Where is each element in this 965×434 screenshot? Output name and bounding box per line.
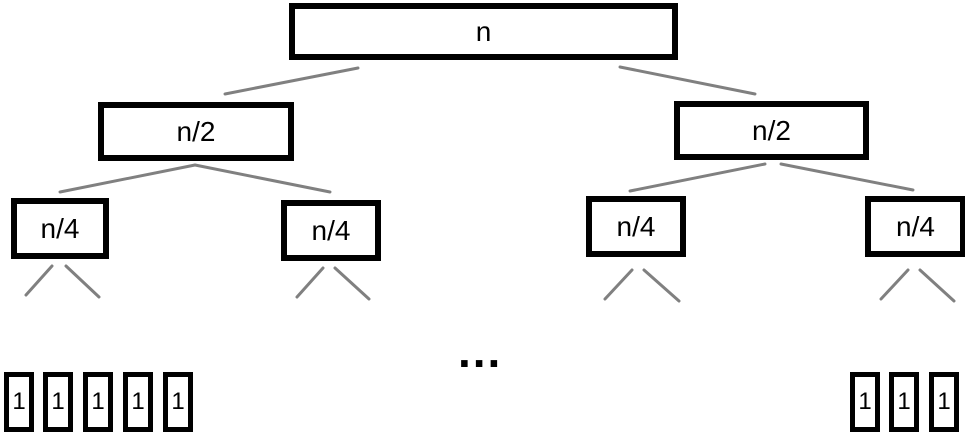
node-half-left: n/2 [98, 102, 294, 161]
leaf-left-5-label: 1 [171, 388, 185, 415]
leaf-left-1: 1 [4, 372, 34, 432]
node-quarter-2: n/4 [281, 200, 381, 261]
node-quarter-1: n/4 [11, 198, 109, 259]
edge-stub-q3-left [603, 268, 634, 301]
leaf-right-3: 1 [929, 372, 959, 432]
ellipsis: ... [458, 325, 503, 377]
edge-stub-q1-left [24, 264, 54, 297]
edge-half-right-to-quarter-3 [628, 162, 767, 193]
leaf-left-4-label: 1 [131, 388, 145, 415]
leaf-left-3-label: 1 [91, 388, 105, 415]
leaf-left-1-label: 1 [12, 388, 26, 415]
leaf-left-4: 1 [123, 372, 153, 432]
edge-stub-q2-left [295, 266, 325, 299]
edge-half-left-to-quarter-2 [193, 163, 332, 194]
leaf-left-3: 1 [83, 372, 113, 432]
node-quarter-3-label: n/4 [616, 210, 656, 242]
edge-stub-q4-right [918, 268, 956, 303]
node-quarter-1-label: n/4 [40, 212, 80, 244]
leaf-right-1: 1 [850, 372, 880, 432]
leaf-right-2-label: 1 [897, 388, 911, 415]
leaf-right-2: 1 [889, 372, 919, 432]
node-quarter-2-label: n/4 [311, 214, 351, 246]
edge-root-right [618, 65, 757, 96]
edge-stub-q4-left [879, 268, 910, 301]
leaf-right-3-label: 1 [937, 388, 951, 415]
node-quarter-4-label: n/4 [896, 210, 935, 242]
node-half-right-label: n/2 [752, 114, 791, 146]
edge-half-left-to-quarter-1 [58, 163, 197, 194]
leaf-left-2-label: 1 [51, 388, 65, 415]
edge-stub-q2-right [333, 266, 371, 301]
edge-stub-q3-right [642, 268, 681, 303]
edge-stub-q1-right [64, 264, 101, 299]
edge-half-right-to-quarter-4 [779, 162, 915, 192]
node-half-right: n/2 [674, 101, 869, 160]
leaf-left-2: 1 [43, 372, 73, 432]
leaf-left-5: 1 [163, 372, 193, 432]
node-half-left-label: n/2 [176, 115, 216, 147]
node-quarter-3: n/4 [586, 196, 686, 257]
node-root-label: n [475, 15, 492, 47]
node-root: n [289, 3, 678, 60]
edge-root-left [223, 66, 360, 96]
node-quarter-4: n/4 [865, 196, 965, 257]
leaf-right-1-label: 1 [858, 388, 872, 415]
